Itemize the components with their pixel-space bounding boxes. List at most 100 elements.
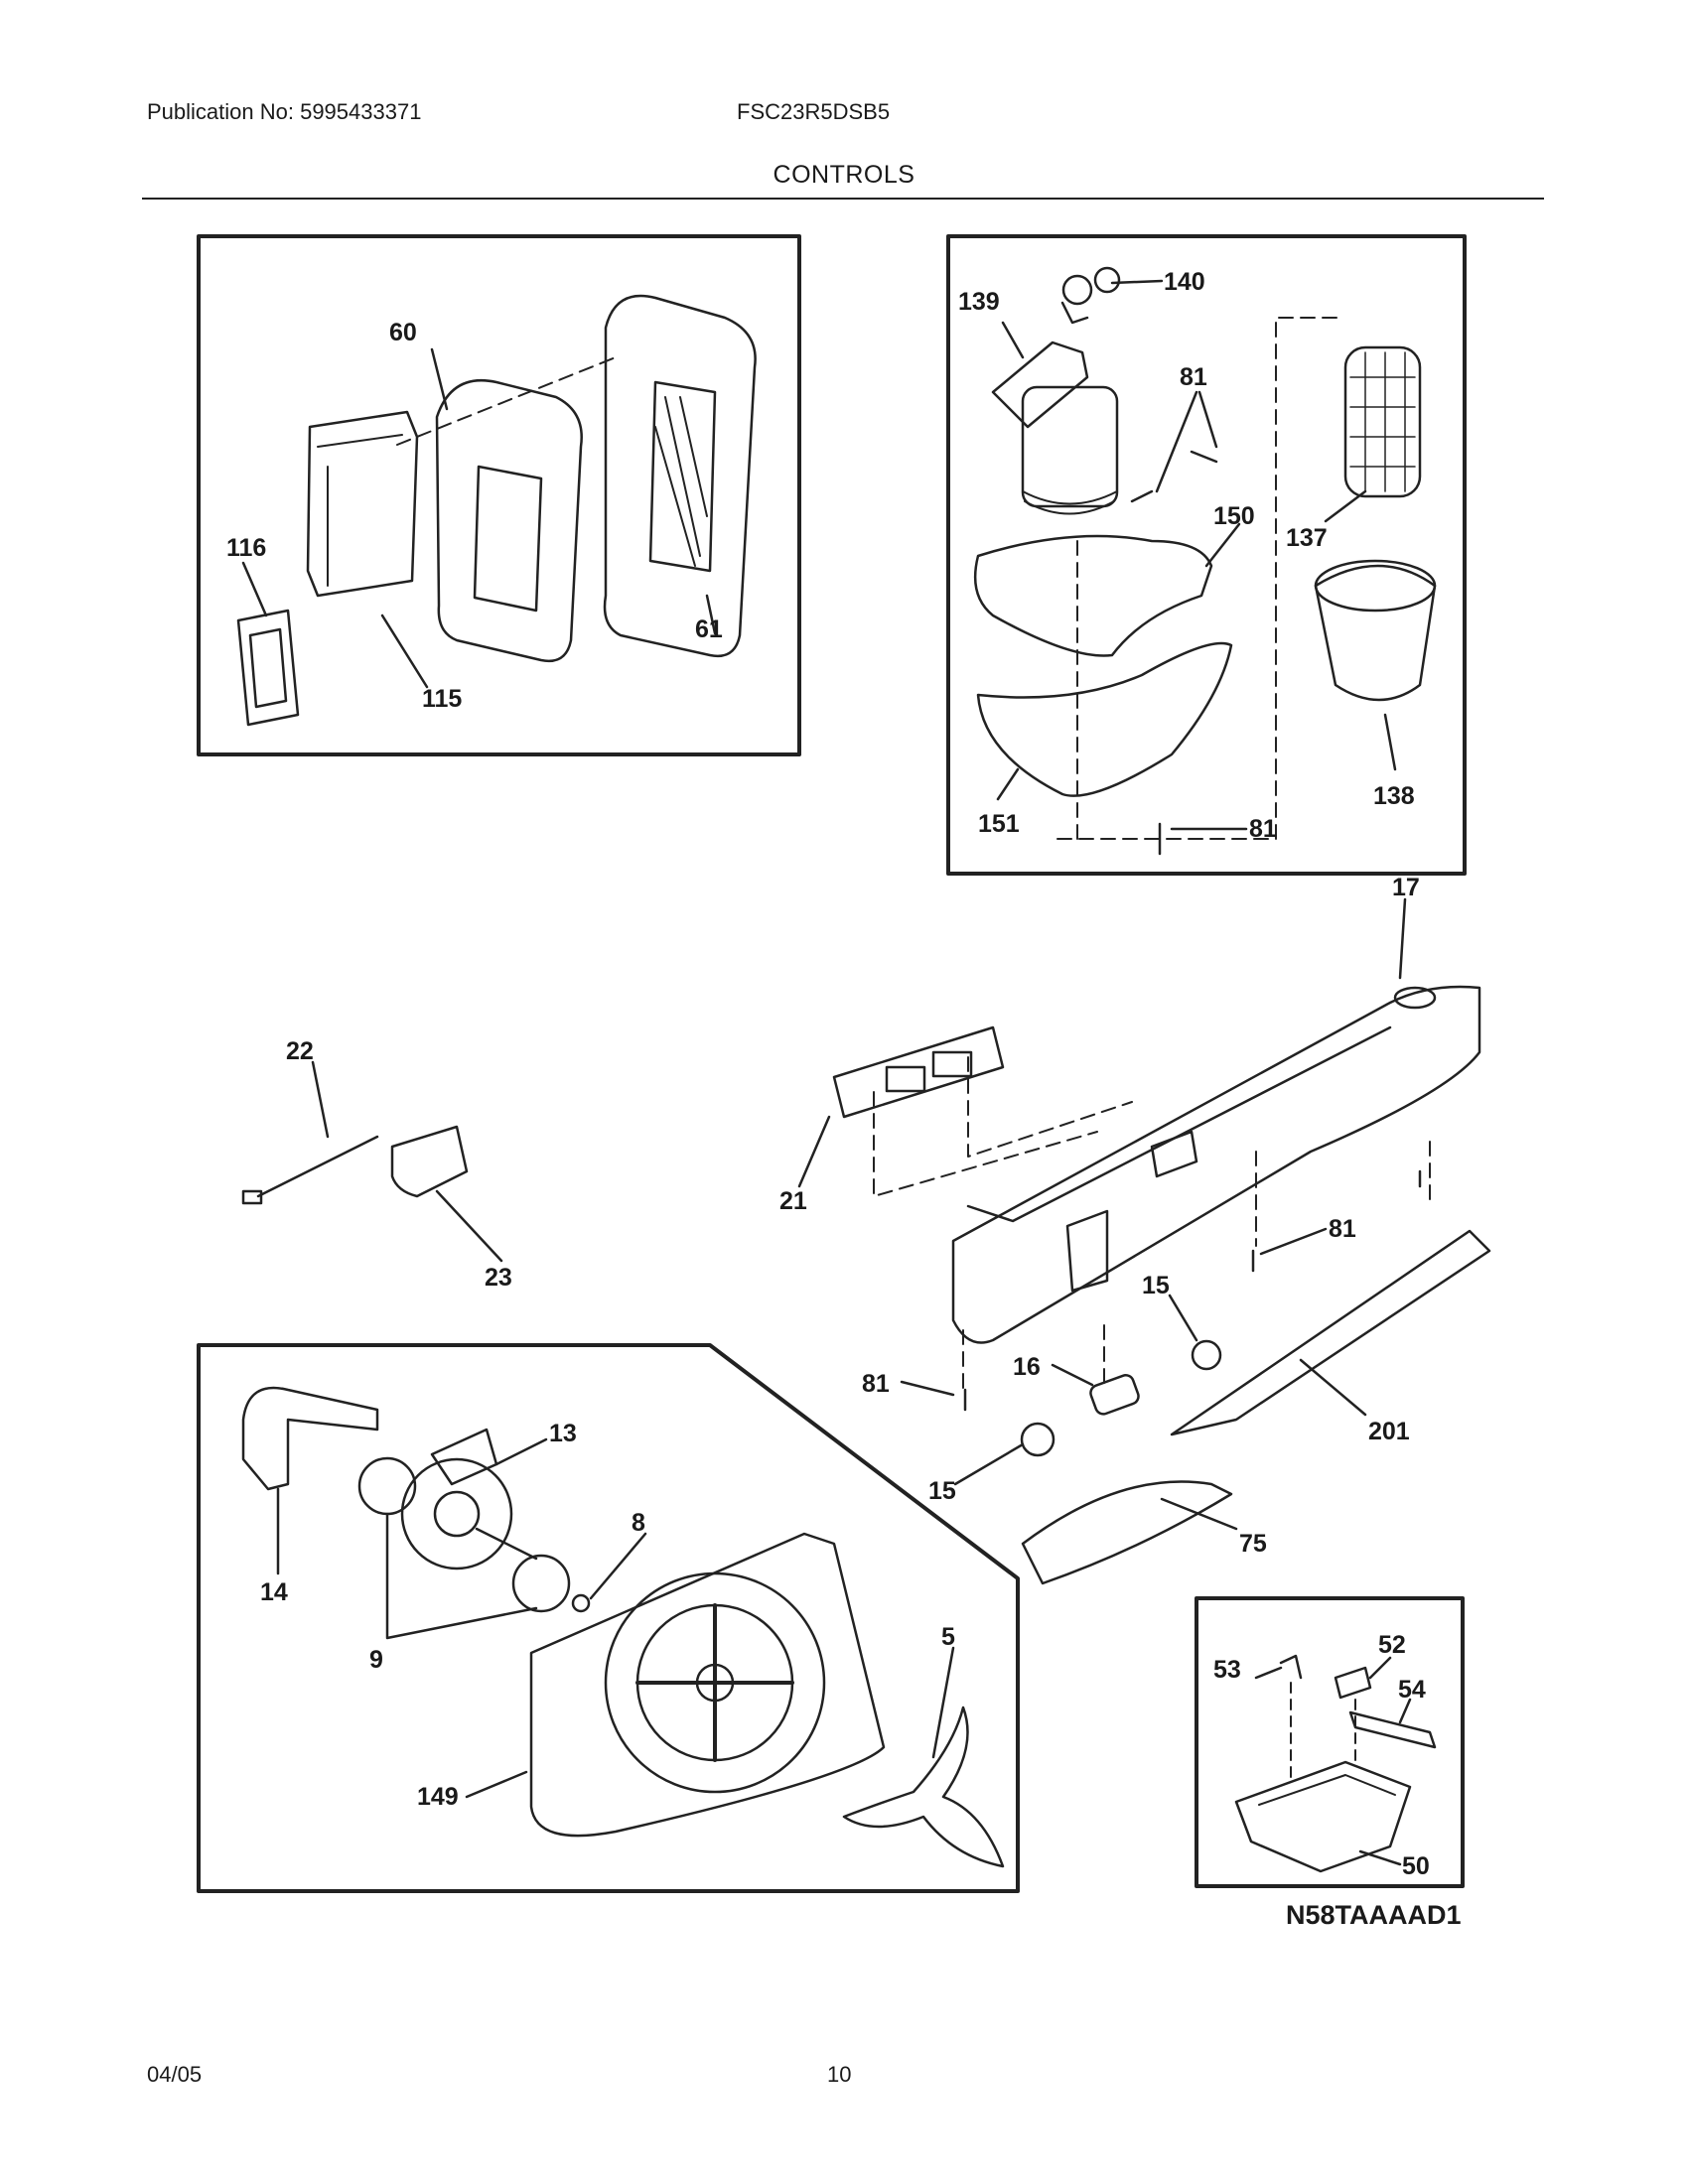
callout-81-housing-left: 81 [862,1370,890,1398]
part-16-socket [1089,1374,1140,1416]
leader-9 [385,1512,538,1640]
part-5-fan-blade [842,1706,1005,1868]
callout-61: 61 [695,615,723,643]
part-81-screws [1130,450,1218,856]
part-21-board [832,1025,1005,1119]
part-9-grommet [357,1456,417,1516]
part-13-shaft [475,1527,538,1561]
assembly-line [1056,317,1341,840]
leader-22 [311,1060,330,1139]
part-9-grommet [511,1554,571,1613]
part-75-cover [1021,1480,1233,1585]
callout-137: 137 [1286,524,1328,552]
part-150-cover [973,534,1213,657]
leader-139 [1001,321,1025,359]
leader-201 [1299,1358,1367,1417]
callout-53: 53 [1213,1656,1241,1684]
part-15-bulb [1191,1339,1222,1371]
part-140-fitting [1061,274,1093,306]
callout-60: 60 [389,319,417,346]
callout-140: 140 [1164,268,1205,296]
leader-21 [797,1115,831,1188]
callout-52: 52 [1378,1631,1406,1659]
callout-149: 149 [417,1783,459,1811]
leader-54 [1398,1698,1412,1724]
callout-23: 23 [485,1264,512,1292]
leader-81c [1259,1227,1328,1256]
callout-151: 151 [978,810,1020,838]
part-115-module [306,410,419,598]
leader-116 [241,561,268,617]
leader-15b [953,1442,1025,1486]
part-201-trim [1170,1229,1491,1436]
part-149-spokes [635,1603,794,1762]
part-50-tray-rim [1258,1774,1396,1806]
leader-115 [380,614,429,689]
callout-150: 150 [1213,502,1255,530]
footer-date: 04/05 [147,2062,203,2087]
part-23-cover [390,1125,469,1198]
leader-140 [1110,279,1164,285]
leader-151 [996,767,1020,801]
part-21-display [931,1050,973,1078]
part-151-cover [976,641,1233,797]
part-21-display [885,1065,926,1093]
callout-81-housing: 81 [1329,1215,1356,1243]
header-rule [142,198,1544,200]
callout-8: 8 [632,1509,645,1537]
part-54-strip [1348,1710,1437,1749]
part-139-threads [1022,490,1118,515]
part-22-sensor [256,1135,379,1198]
part-149-orifice [604,1571,826,1794]
leader-137 [1324,489,1367,523]
callout-15-lower: 15 [928,1477,956,1505]
part-139-head [1021,385,1119,508]
diagram-code: N58TAAAAD1 [1286,1900,1462,1930]
panel-tray [1195,1596,1465,1888]
part-14-bracket [241,1386,379,1491]
part-60-cover [435,378,583,663]
part-138-rim [1314,559,1437,613]
panel-water-filter [946,234,1467,876]
callout-9: 9 [369,1646,383,1674]
assembly-line [962,1141,1431,1391]
part-13-motor [400,1457,513,1570]
part-52-clip [1334,1666,1372,1700]
callout-81-filter-bottom: 81 [1249,815,1277,843]
assembly-line [396,356,617,446]
part-139-bracket [991,341,1089,429]
callout-50: 50 [1402,1852,1430,1880]
part-61-window [648,380,717,573]
panel-frame [197,1343,1020,1893]
part-137-mesh [1349,351,1416,492]
part-61-window-hatch [654,396,708,567]
callout-201: 201 [1368,1418,1410,1445]
leader-61 [705,594,717,635]
callout-22: 22 [286,1037,314,1065]
leader-13 [494,1437,548,1466]
part-50-tray [1234,1760,1412,1873]
part-116-inner [248,627,288,709]
part-17-housing [951,985,1481,1344]
part-8-washer [571,1593,591,1613]
callout-115: 115 [422,685,462,713]
part-13-housing [430,1428,498,1486]
leader-23 [435,1189,503,1263]
callout-16: 16 [1013,1353,1041,1381]
part-140-fitting [1093,266,1121,294]
assembly-line [873,1056,1133,1197]
callout-5: 5 [941,1623,955,1651]
part-53-clip [1279,1654,1303,1680]
publication-number: Publication No: 5995433371 [147,99,422,124]
part-61-housing [603,294,757,658]
leader-138 [1383,713,1397,771]
leader-149 [465,1770,528,1799]
callout-116: 116 [226,534,266,562]
part-60-opening [473,465,543,613]
leader-16 [1051,1363,1094,1387]
callout-21: 21 [779,1187,807,1215]
leader-53 [1254,1666,1283,1680]
page-number: 10 [827,2062,852,2087]
callout-139: 139 [958,288,1000,316]
model-number: FSC23R5DSB5 [737,99,891,124]
